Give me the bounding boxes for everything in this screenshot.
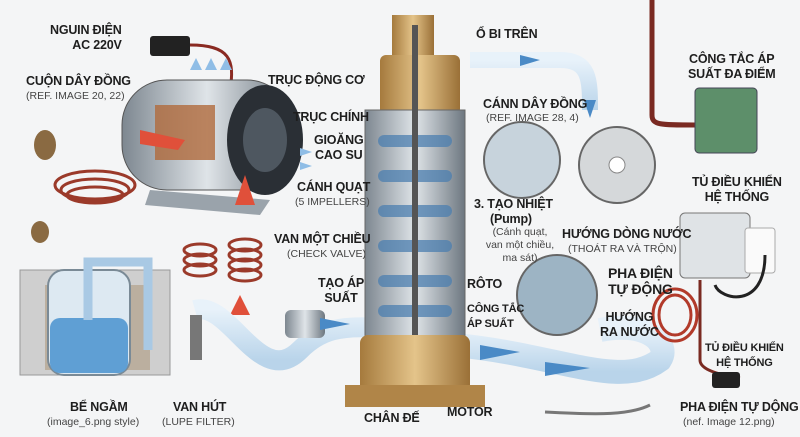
heat-arrow: [230, 295, 250, 315]
top-hose: [470, 52, 598, 118]
bug-icon: [31, 221, 49, 243]
plug-icon: [712, 372, 740, 388]
label-auto-phase-plug-ref: (nef. Image 12.png): [683, 416, 775, 428]
underground-tank: [19, 257, 171, 376]
label-copper-coil-ref: (REF. IMAGE 20, 22): [26, 90, 125, 102]
impeller-stack-detail: [483, 121, 561, 199]
label-check-valve-ref: (CHECK VALVE): [287, 248, 366, 260]
airflow-arrows: [190, 58, 312, 170]
heat-arrow: [235, 175, 255, 205]
suction-hose: [190, 299, 381, 371]
label-heat: 3. TẠO NHIỆT: [474, 197, 553, 211]
wall-outlet: [744, 227, 776, 274]
vertical-pump: [345, 15, 485, 407]
label-heat-pump: (Pump): [490, 212, 532, 226]
label-flow-direction-ref: (THOÁT RA VÀ TRỘN): [568, 243, 677, 255]
outlet-hose: [453, 315, 675, 416]
label-rotor: RÔTO: [467, 277, 503, 291]
pressure-switch-board: [694, 87, 758, 154]
label-check-valve: VAN MỘT CHIỀU: [274, 232, 371, 246]
label-copper-coil: CUỘN DÂY ĐỒNG: [26, 74, 131, 88]
label-heat-notes: (Cánh quạt,van một chiều,ma sát): [485, 226, 555, 264]
label-flow-direction: HƯỚNG DÒNG NƯỚC: [562, 227, 692, 241]
cable-coil: [53, 169, 263, 283]
phase-detail: [516, 254, 598, 336]
label-tank-ref: (image_6.png style): [47, 416, 140, 428]
label-motor: MOTOR: [447, 405, 493, 419]
label-motor-shaft: TRỤC ĐỘNG CƠ: [268, 73, 365, 87]
label-suction-valve: VAN HÚT: [173, 400, 227, 414]
label-tank: BỂ NGẦM: [70, 400, 128, 414]
label-copper-blade: CÁNN DÂY ĐỒNG: [483, 97, 588, 111]
label-main-shaft: TRỤC CHÍNH: [293, 110, 369, 124]
label-suction-valve-ref: (LUPE FILTER): [162, 416, 235, 428]
label-base: CHÂN ĐẾ: [364, 411, 420, 425]
label-upper-bearing: Ổ BI TRÊN: [476, 27, 538, 41]
label-impeller-ref: (5 IMPELLERS): [295, 196, 370, 208]
control-cable-coil: [651, 287, 699, 343]
bug-icon: [34, 130, 56, 160]
control-box: [679, 212, 751, 279]
electric-motor: [121, 79, 303, 215]
heat-arrow: [140, 130, 185, 150]
label-impeller: CÁNH QUẠT: [297, 180, 371, 194]
label-copper-blade-ref: (REF. IMAGE 28, 4): [486, 112, 579, 124]
plug-icon: [150, 36, 190, 56]
wall-conduit: [649, 0, 696, 128]
label-auto-phase-plug: PHA ĐIỆN TỰ DỘNG: [680, 400, 799, 414]
